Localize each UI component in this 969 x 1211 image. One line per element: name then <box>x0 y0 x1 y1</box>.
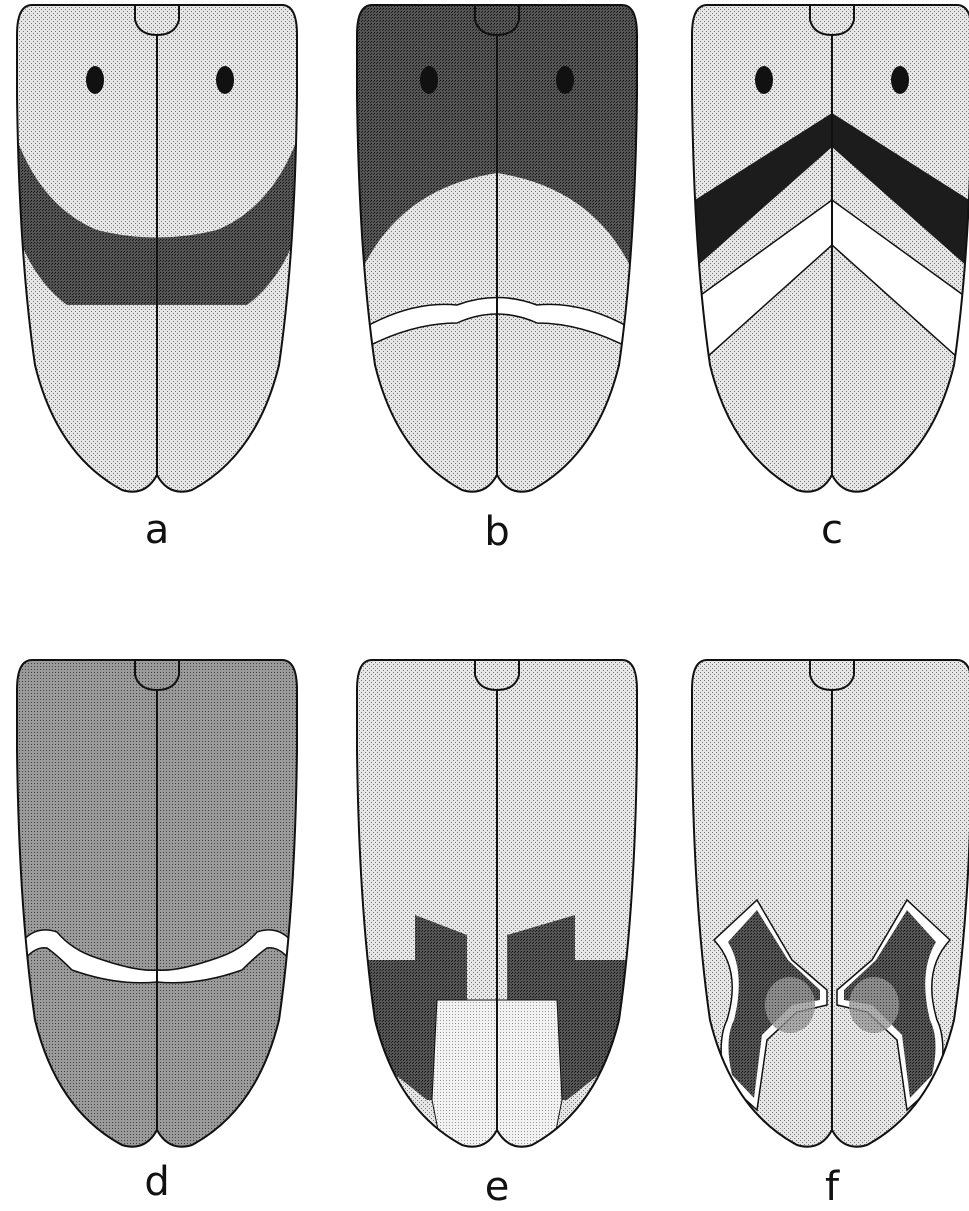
panel-label-a: a <box>145 507 170 553</box>
spot-left <box>420 66 438 94</box>
panel-a: a <box>7 0 307 553</box>
panel-label-d: d <box>144 1159 169 1205</box>
panel-label-b: b <box>484 509 509 555</box>
panel-b: b <box>347 0 647 555</box>
spot-right <box>216 66 234 94</box>
panel-d: d <box>7 655 307 1205</box>
spot-left <box>755 66 773 94</box>
shade-spot-right <box>849 977 899 1033</box>
panel-c: c <box>682 0 969 553</box>
shade-spot-left <box>765 977 815 1033</box>
spot-right <box>891 66 909 94</box>
spot-left <box>86 66 104 94</box>
spot-right <box>556 66 574 94</box>
panel-label-f: f <box>825 1164 840 1210</box>
panel-label-e: e <box>485 1164 510 1210</box>
panel-e: e <box>347 655 647 1210</box>
panel-label-c: c <box>821 507 843 553</box>
panel-f: f <box>682 655 969 1210</box>
